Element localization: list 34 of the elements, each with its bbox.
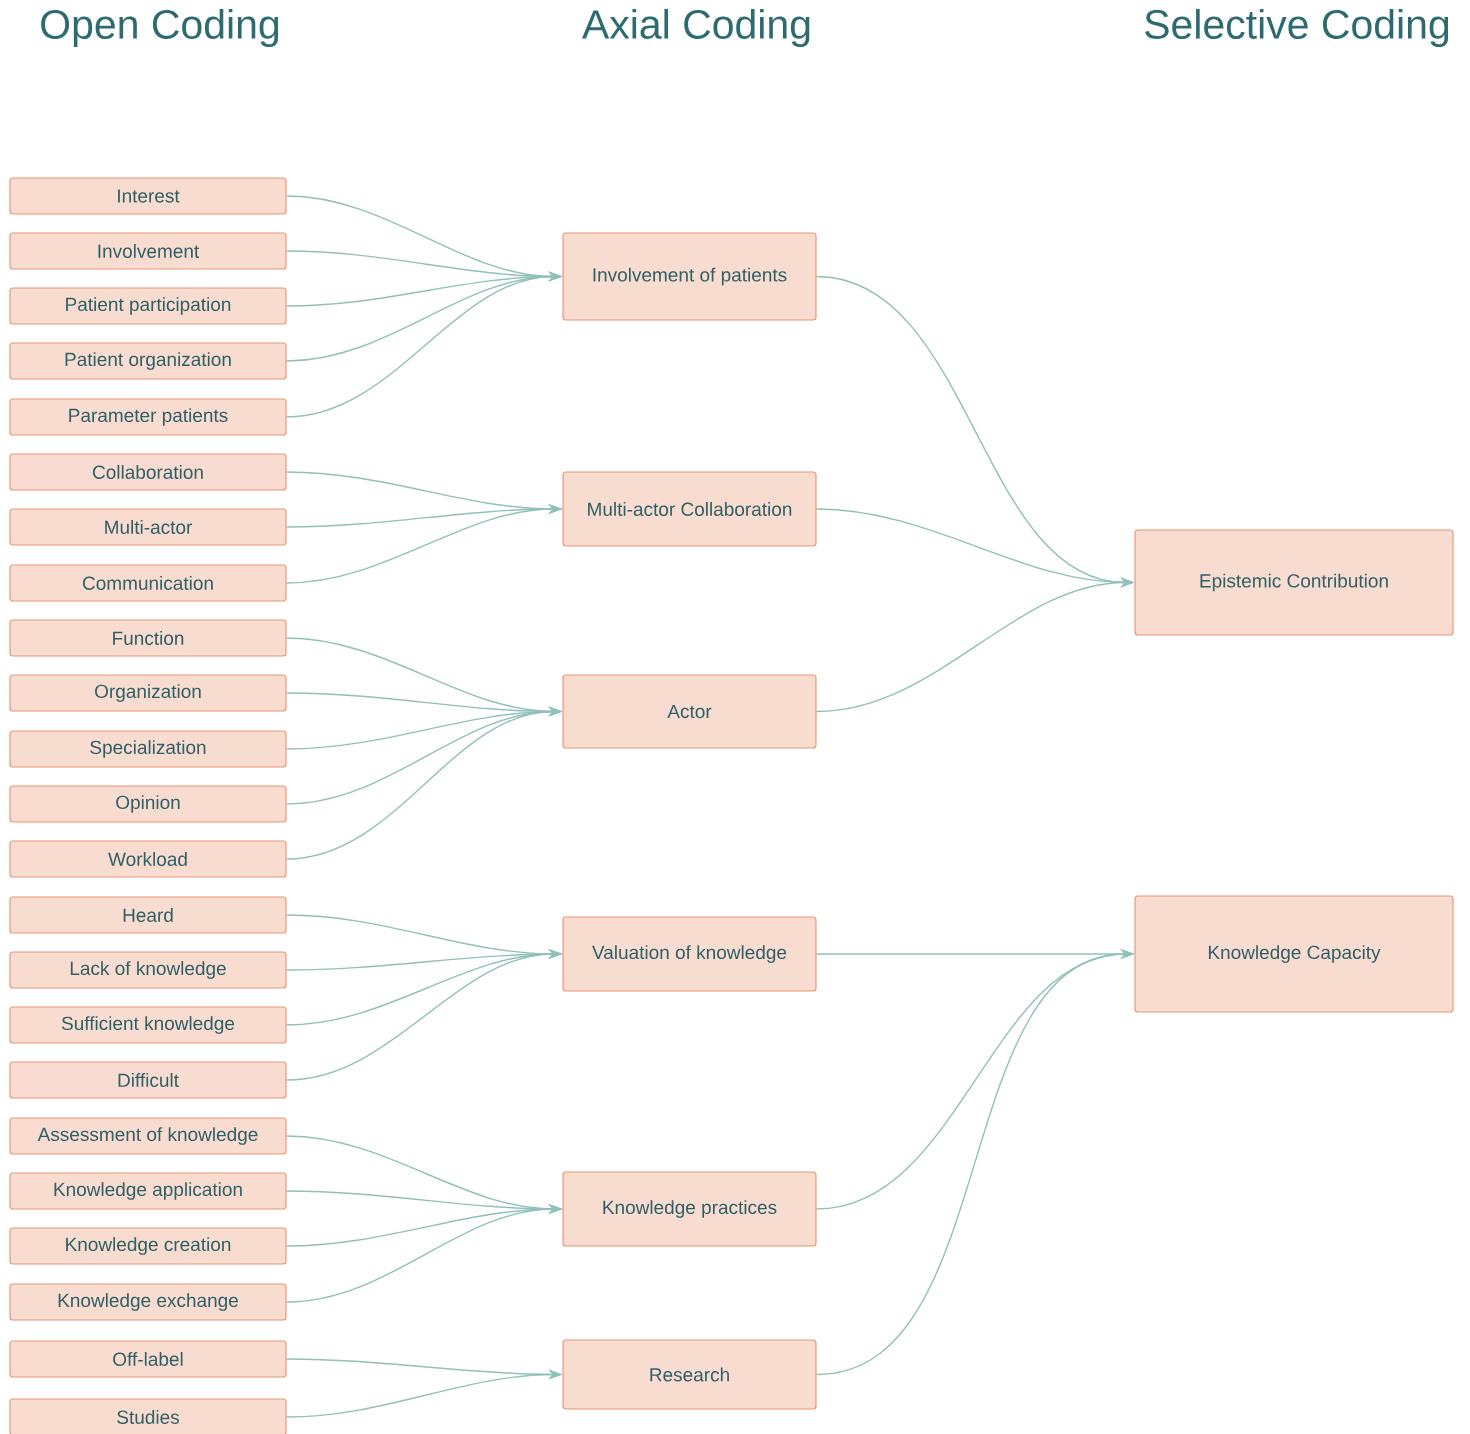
process-box: Specialization [9, 730, 287, 768]
process-box: Function [9, 619, 287, 657]
process-box: Knowledge practices [562, 1171, 817, 1247]
process-box: Lack of knowledge [9, 951, 287, 989]
process-box: Off-label [9, 1340, 287, 1378]
process-box: Involvement [9, 232, 287, 270]
process-box: Parameter patients [9, 398, 287, 436]
process-box: Involvement of patients [562, 232, 817, 321]
process-box: Actor [562, 674, 817, 749]
process-box: Knowledge creation [9, 1227, 287, 1265]
process-box: Multi-actor Collaboration [562, 471, 817, 547]
process-box: Knowledge application [9, 1172, 287, 1210]
column-heading: Selective Coding [1145, 8, 1449, 48]
process-box: Research [562, 1339, 817, 1410]
column-heading: Axial Coding [582, 8, 810, 48]
process-box: Knowledge exchange [9, 1283, 287, 1321]
process-box: Organization [9, 674, 287, 712]
process-box: Opinion [9, 785, 287, 823]
process-box: Communication [9, 564, 287, 602]
process-box: Interest [9, 177, 287, 215]
process-box: Knowledge Capacity [1134, 895, 1454, 1013]
process-box: Collaboration [9, 453, 287, 491]
process-box: Epistemic Contribution [1134, 529, 1454, 636]
process-box: Patient organization [9, 342, 287, 380]
process-box: Workload [9, 840, 287, 878]
process-box: Valuation of knowledge [562, 916, 817, 992]
process-box: Patient participation [9, 287, 287, 325]
process-box: Sufficient knowledge [9, 1006, 287, 1044]
process-box: Studies [9, 1398, 287, 1434]
column-heading: Open Coding [41, 8, 279, 48]
process-box: Difficult [9, 1061, 287, 1099]
process-box: Assessment of knowledge [9, 1117, 287, 1155]
process-box: Multi-actor [9, 508, 287, 546]
process-box: Heard [9, 896, 287, 934]
